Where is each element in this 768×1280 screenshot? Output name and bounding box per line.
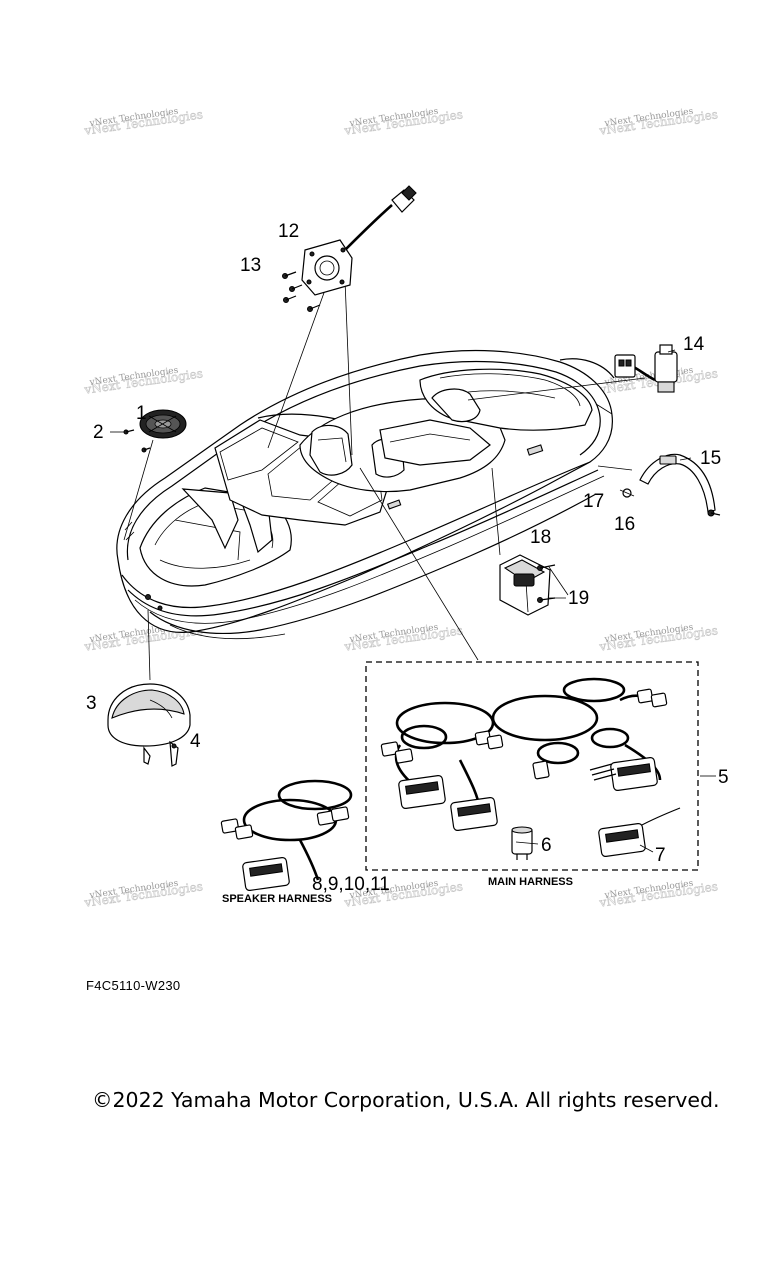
watermark: vNext Technologies vNext Technologies xyxy=(82,107,204,139)
connector xyxy=(610,756,658,792)
part-relay-6 xyxy=(511,826,533,860)
connector xyxy=(450,796,498,832)
part-connector-7 xyxy=(598,807,681,858)
callout-12: 12 xyxy=(278,221,299,242)
callout-8-11: 8,9,10,11 xyxy=(312,874,390,895)
main-harness-group xyxy=(365,661,699,871)
callout-5: 5 xyxy=(718,767,729,788)
watermark: vNext Technologies vNext Technologies xyxy=(82,366,204,398)
part-speaker xyxy=(123,409,187,453)
callout-4: 4 xyxy=(190,731,201,752)
callout-14: 14 xyxy=(683,334,705,355)
connector-pins xyxy=(589,763,617,781)
callout-6: 6 xyxy=(541,835,552,856)
diagram-code: F4C5110-W230 xyxy=(86,978,181,993)
connector-small xyxy=(380,688,668,780)
callout-18: 18 xyxy=(530,527,551,548)
leader-lines xyxy=(123,279,646,681)
callout-7: 7 xyxy=(655,845,666,866)
callout-15: 15 xyxy=(700,448,721,469)
main-harness-label: MAIN HARNESS xyxy=(488,876,573,888)
callout-16: 16 xyxy=(614,514,635,535)
part-control-box-18 xyxy=(499,554,556,616)
part-bracket-15 xyxy=(619,453,721,517)
callouts: 1 2 3 4 5 6 7 8,9,10,11 12 13 14 15 16 1… xyxy=(86,221,729,895)
connector-small xyxy=(220,806,350,840)
watermark: vNext Technologies vNext Technologies xyxy=(597,879,719,911)
part-sensor-14 xyxy=(614,344,678,393)
watermark: vNext Technologies vNext Technologies xyxy=(82,879,204,911)
callout-1: 1 xyxy=(136,403,147,424)
callout-19: 19 xyxy=(568,588,589,609)
boat-hull xyxy=(116,349,615,640)
watermark: vNext Technologies vNext Technologies xyxy=(342,623,464,655)
part-gauge-sender xyxy=(282,185,417,312)
callout-3: 3 xyxy=(86,693,97,714)
watermark: vNext Technologies vNext Technologies xyxy=(597,623,719,655)
watermark: vNext Technologies vNext Technologies xyxy=(342,107,464,139)
watermark: vNext Technologies vNext Technologies xyxy=(597,107,719,139)
part-light-cover xyxy=(107,683,191,767)
connector xyxy=(398,774,446,810)
screws-13 xyxy=(282,271,321,312)
callout-leaders xyxy=(110,349,716,853)
callout-13: 13 xyxy=(240,255,261,276)
speaker-harness-group xyxy=(220,779,353,892)
speaker-harness-label: SPEAKER HARNESS xyxy=(222,893,332,905)
connector xyxy=(242,856,290,892)
callout-2: 2 xyxy=(93,422,104,443)
callout-17: 17 xyxy=(583,491,604,512)
copyright-notice: ©2022 Yamaha Motor Corporation, U.S.A. A… xyxy=(92,1088,720,1112)
